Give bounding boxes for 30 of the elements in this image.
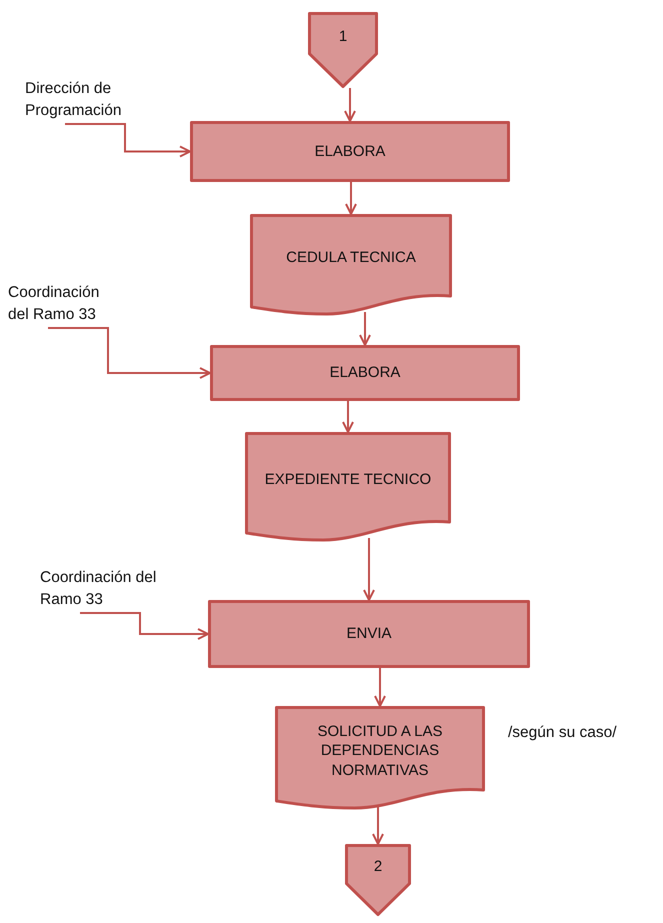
side-note: /según su caso/ — [508, 724, 617, 742]
arrow — [344, 88, 356, 122]
arrow — [372, 806, 384, 845]
box-label: EXPEDIENTE TECNICO — [264, 470, 432, 490]
box-label: SOLICITUD A LAS DEPENDENCIAS NORMATIVAS — [316, 722, 444, 780]
box-label: CEDULA TECNICA — [286, 248, 416, 268]
box-label: ENVIA — [346, 624, 392, 644]
box-label: ELABORA — [330, 363, 400, 383]
arrow — [80, 612, 209, 640]
process-box — [210, 345, 520, 401]
source-label: Coordinación del Ramo 33 — [40, 568, 158, 610]
document-shape — [245, 432, 451, 542]
arrow — [345, 182, 357, 215]
off-page-connector — [308, 12, 378, 88]
process-box — [208, 600, 530, 668]
source-label: Dirección de Programación — [25, 79, 122, 122]
arrow — [342, 401, 354, 433]
arrow — [363, 538, 375, 601]
document-shape — [275, 706, 485, 810]
box-label: 1 — [338, 27, 348, 47]
document-shape — [250, 214, 452, 316]
arrow — [48, 327, 211, 379]
process-box — [190, 121, 510, 182]
arrow — [359, 312, 371, 346]
box-label: ELABORA — [314, 142, 386, 162]
off-page-connector — [345, 844, 411, 916]
arrow — [374, 668, 386, 707]
source-label: Coordinación del Ramo 33 — [8, 283, 100, 326]
box-label: 2 — [374, 857, 382, 877]
arrow — [65, 123, 191, 158]
